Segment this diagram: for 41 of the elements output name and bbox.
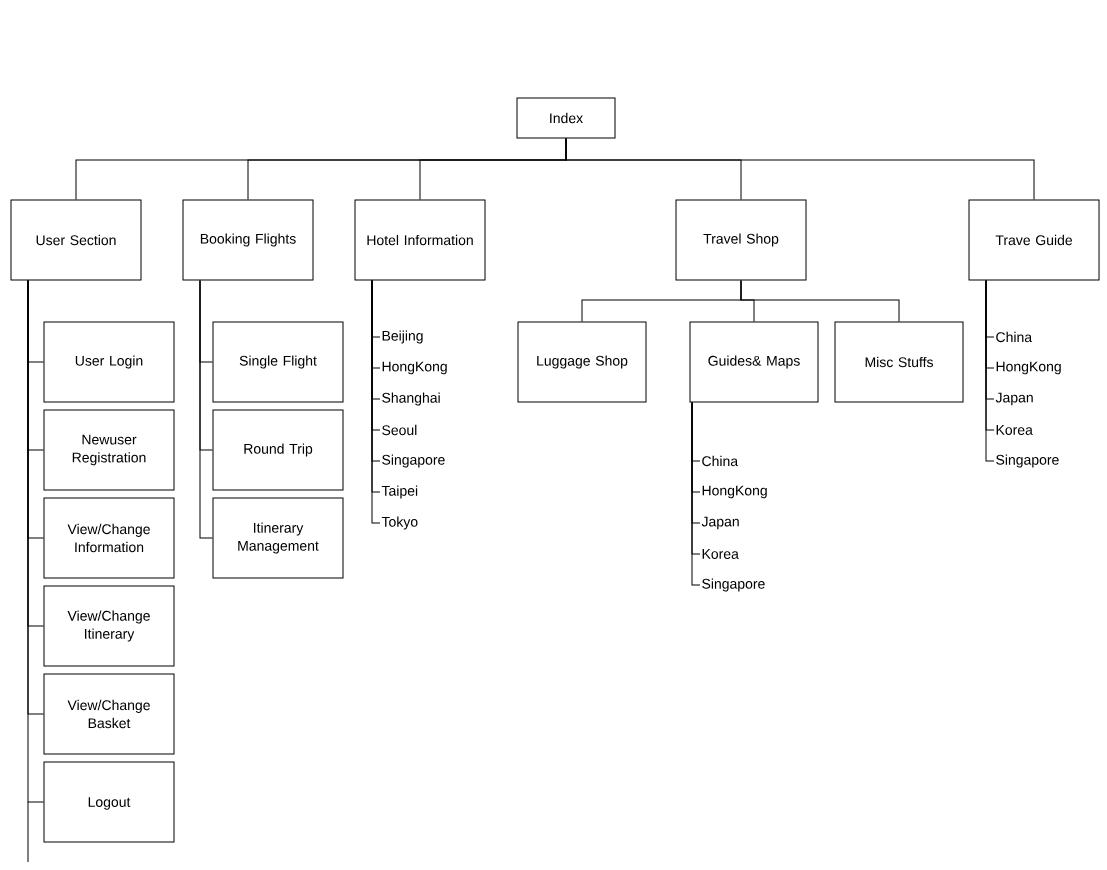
connector-line (740, 280, 900, 322)
page-box: Luggage Shop (517, 321, 647, 403)
page-label: China (702, 455, 739, 467)
page-box: Single Flight (212, 321, 344, 403)
page-box: Logout (43, 761, 175, 843)
page-box: Misc Stuffs (834, 321, 964, 403)
page-box: Trave Guide (968, 199, 1100, 281)
page-label: Singapore (996, 454, 1059, 468)
page-label: HongKong (996, 361, 1061, 375)
page-label: HongKong (382, 361, 447, 375)
page-box: View/Change Itinerary (43, 585, 175, 667)
page-box: Round Trip (212, 409, 344, 491)
page-label: Japan (995, 392, 1033, 406)
page-box: Newuser Registration (43, 409, 175, 491)
page-box: Itinerary Management (212, 497, 344, 579)
page-box: Index (516, 97, 616, 139)
connector-line (691, 402, 701, 586)
page-label: Tokyo (381, 516, 418, 530)
page-box: View/Change Basket (43, 673, 175, 755)
page-box: Travel Shop (675, 199, 807, 281)
page-box: User Section (10, 199, 142, 281)
page-label: Korea (996, 425, 1033, 435)
page-label: Japan (701, 516, 739, 530)
page-label: Korea (702, 549, 739, 559)
page-box: Booking Flights (182, 199, 314, 281)
connector-line (985, 280, 995, 462)
page-label: Beijing (382, 330, 423, 344)
connector-line (199, 280, 213, 539)
page-label: Seoul (382, 424, 417, 436)
page-box: View/Change Information (43, 497, 175, 579)
connector-line (565, 138, 1035, 200)
page-label: Shanghai (382, 392, 440, 406)
page-box: User Login (43, 321, 175, 403)
page-label: Singapore (382, 454, 445, 468)
page-label: Singapore (702, 578, 765, 592)
page-box: Guides& Maps (689, 321, 819, 403)
connector-line (27, 280, 44, 803)
page-label: Taipei (381, 485, 418, 499)
page-box: Hotel Information (354, 199, 486, 281)
page-label: China (996, 331, 1033, 343)
page-label: HongKong (702, 485, 767, 499)
